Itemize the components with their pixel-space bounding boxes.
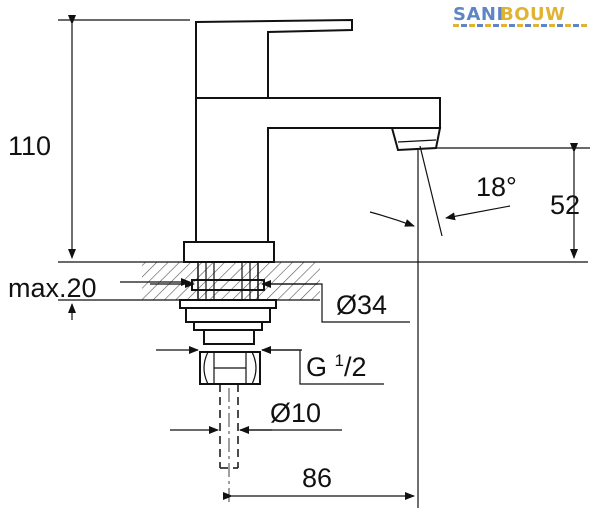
dim-height-110 xyxy=(58,15,190,259)
sanibouw-logo: SANI BOUW xyxy=(453,4,587,27)
dim-label-d34: Ø34 xyxy=(336,290,387,320)
logo-stripe xyxy=(453,24,587,27)
thread-section xyxy=(203,329,255,345)
dim-label-max20: max.20 xyxy=(8,273,97,303)
lock-nut-lower xyxy=(193,321,263,331)
countertop xyxy=(58,261,588,301)
lock-nut xyxy=(185,307,271,323)
lever-handle xyxy=(195,18,353,99)
base-flange xyxy=(183,241,275,263)
logo-text-b: BOUW xyxy=(500,4,566,25)
faucet-column xyxy=(195,97,441,243)
dim-projection-86 xyxy=(223,150,419,508)
dim-height-52 xyxy=(436,143,590,259)
dim-label-86: 86 xyxy=(302,463,332,493)
supply-pipe xyxy=(219,384,239,469)
dim-thread xyxy=(156,346,384,385)
dim-angle-18 xyxy=(369,145,511,237)
logo-text-a: SANI xyxy=(453,4,504,25)
washer xyxy=(179,299,277,309)
connector-nut xyxy=(199,351,261,385)
dim-hole-34 xyxy=(150,280,410,323)
dim-max-thickness xyxy=(58,278,191,320)
dim-label-52: 52 xyxy=(550,190,580,220)
dim-label-d10: Ø10 xyxy=(270,398,321,428)
aerator xyxy=(390,127,442,152)
dim-label-thread: G 1/2 xyxy=(306,351,367,382)
dim-label-18deg: 18° xyxy=(476,172,517,202)
faucet-body xyxy=(179,18,442,385)
dim-label-110: 110 xyxy=(8,131,51,161)
